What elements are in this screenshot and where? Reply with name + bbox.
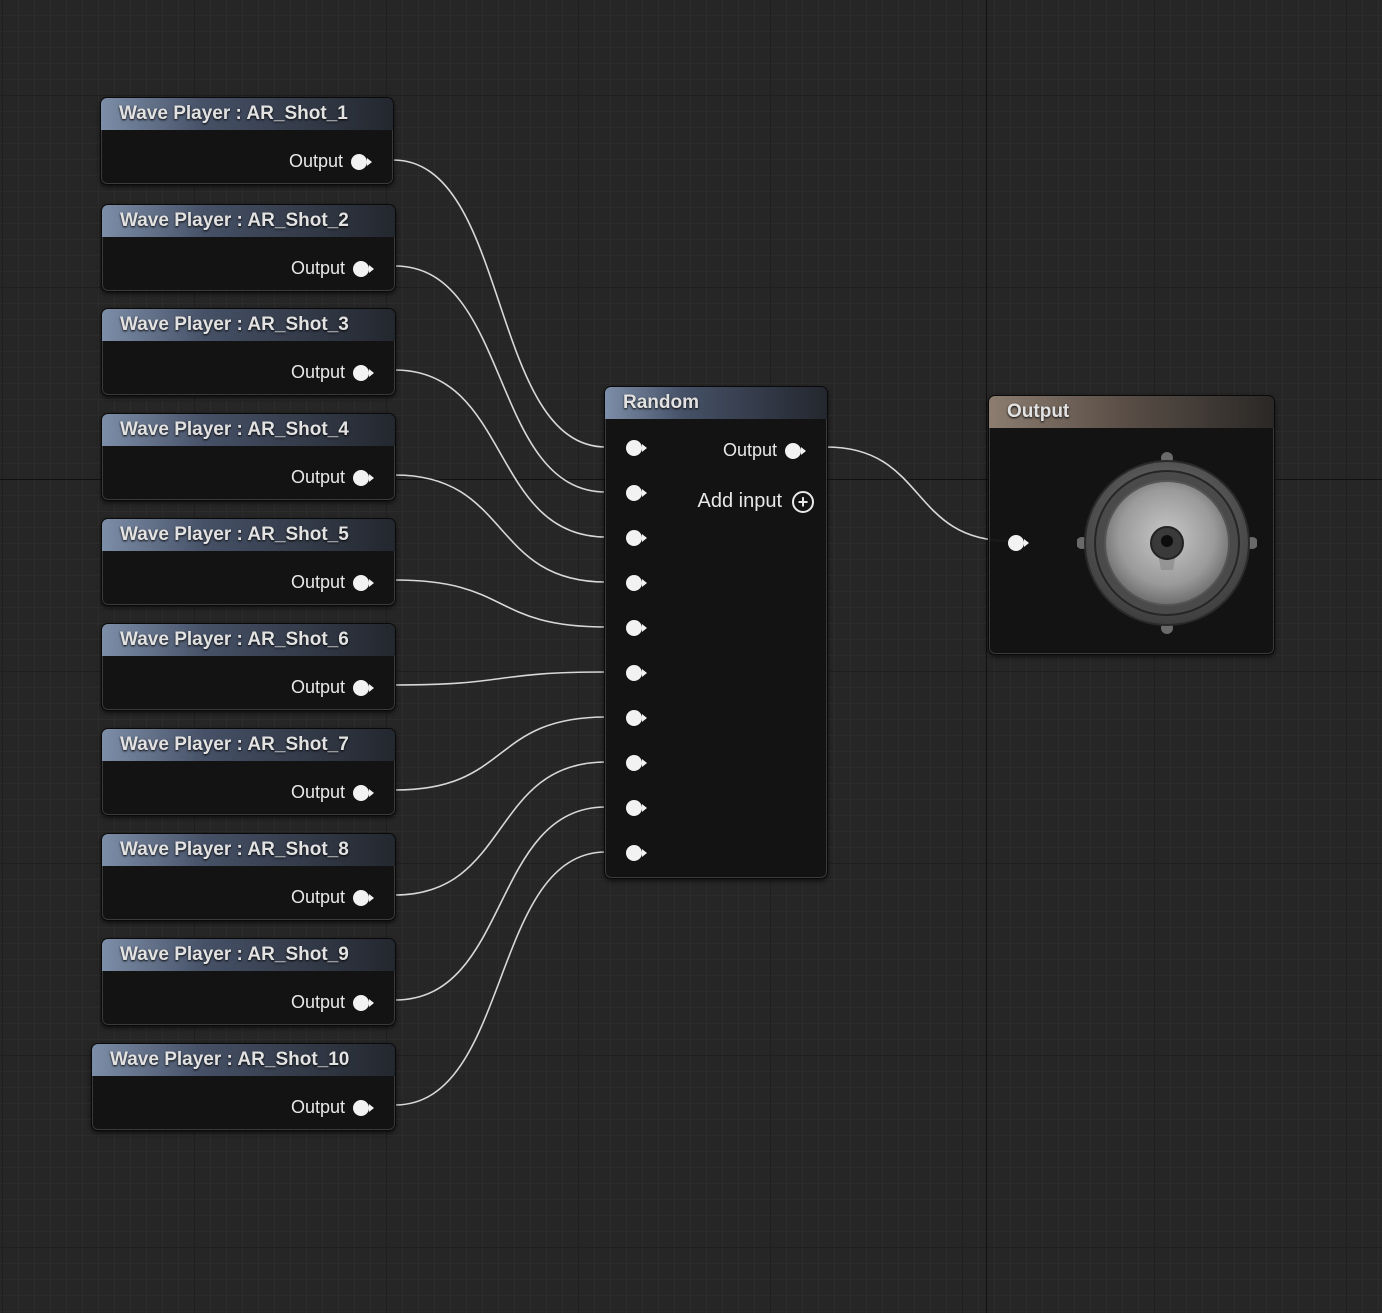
wire-connection-7 bbox=[394, 716, 607, 791]
wave-player-title: Wave Player : AR_Shot_6 bbox=[102, 624, 395, 656]
speaker-icon bbox=[1077, 452, 1257, 634]
wave-player-output-row: Output bbox=[291, 782, 375, 803]
random-node-title: Random bbox=[605, 387, 827, 419]
wave-player-node-6[interactable]: Wave Player : AR_Shot_6 Output bbox=[101, 623, 396, 711]
wave-player-output-row: Output bbox=[289, 151, 373, 172]
wire-connection-1 bbox=[392, 159, 607, 448]
random-input-pin-10[interactable] bbox=[626, 845, 648, 861]
output-pin-icon[interactable] bbox=[353, 469, 375, 486]
random-input-pin-6[interactable] bbox=[626, 665, 648, 681]
wire-connection-9 bbox=[394, 806, 607, 1001]
output-pin-icon[interactable] bbox=[351, 153, 373, 170]
output-pin-label: Output bbox=[290, 782, 345, 802]
output-pin-label: Output bbox=[290, 1097, 345, 1117]
output-pin-icon[interactable] bbox=[353, 260, 375, 277]
random-input-pin-3[interactable] bbox=[626, 530, 648, 546]
wave-player-node-10[interactable]: Wave Player : AR_Shot_10 Output bbox=[91, 1043, 396, 1131]
wire-connection-4 bbox=[394, 474, 607, 583]
wave-player-node-8[interactable]: Wave Player : AR_Shot_8 Output bbox=[101, 833, 396, 921]
random-input-pin-4[interactable] bbox=[626, 575, 648, 591]
grid-axis-vertical bbox=[986, 0, 987, 1313]
wave-player-output-row: Output bbox=[291, 887, 375, 908]
wave-player-output-row: Output bbox=[291, 258, 375, 279]
random-input-pin-9[interactable] bbox=[626, 800, 648, 816]
wave-player-output-row: Output bbox=[291, 1097, 375, 1118]
wire-connection-10 bbox=[394, 851, 607, 1106]
random-input-pin-7[interactable] bbox=[626, 710, 648, 726]
wave-player-title: Wave Player : AR_Shot_7 bbox=[102, 729, 395, 761]
wave-player-output-row: Output bbox=[291, 362, 375, 383]
add-input-button[interactable]: Add input + bbox=[697, 490, 814, 513]
random-input-pin-8[interactable] bbox=[626, 755, 648, 771]
wave-player-output-row: Output bbox=[291, 467, 375, 488]
plus-circle-icon[interactable]: + bbox=[792, 490, 814, 513]
output-pin-label: Output bbox=[722, 440, 777, 460]
wave-player-node-9[interactable]: Wave Player : AR_Shot_9 Output bbox=[101, 938, 396, 1026]
output-pin-icon[interactable] bbox=[353, 889, 375, 906]
wave-player-title: Wave Player : AR_Shot_10 bbox=[92, 1044, 395, 1076]
output-pin-icon[interactable] bbox=[353, 574, 375, 591]
random-node[interactable]: Random Output Add input + bbox=[604, 386, 828, 879]
wave-player-node-7[interactable]: Wave Player : AR_Shot_7 Output bbox=[101, 728, 396, 816]
random-input-pin-2[interactable] bbox=[626, 485, 648, 501]
add-input-label: Add input bbox=[697, 490, 782, 512]
wire-connection-output bbox=[825, 446, 1011, 542]
random-output-row: Output bbox=[723, 440, 807, 461]
output-pin-label: Output bbox=[290, 362, 345, 382]
wire-connection-8 bbox=[394, 761, 607, 896]
output-node-input-pin[interactable] bbox=[1008, 535, 1030, 551]
wave-player-title: Wave Player : AR_Shot_3 bbox=[102, 309, 395, 341]
random-input-pin-1[interactable] bbox=[626, 440, 648, 456]
output-pin-icon[interactable] bbox=[785, 442, 807, 459]
output-pin-label: Output bbox=[290, 887, 345, 907]
wave-player-output-row: Output bbox=[291, 992, 375, 1013]
wave-player-title: Wave Player : AR_Shot_1 bbox=[101, 98, 393, 130]
output-pin-icon[interactable] bbox=[353, 784, 375, 801]
output-pin-label: Output bbox=[290, 467, 345, 487]
wave-player-node-5[interactable]: Wave Player : AR_Shot_5 Output bbox=[101, 518, 396, 606]
output-node[interactable]: Output bbox=[988, 395, 1275, 655]
output-node-title: Output bbox=[989, 396, 1274, 428]
output-pin-label: Output bbox=[290, 572, 345, 592]
output-pin-icon[interactable] bbox=[353, 1099, 375, 1116]
output-pin-label: Output bbox=[290, 258, 345, 278]
output-pin-icon[interactable] bbox=[353, 679, 375, 696]
wire-connection-3 bbox=[394, 369, 607, 538]
wave-player-title: Wave Player : AR_Shot_9 bbox=[102, 939, 395, 971]
random-input-pin-5[interactable] bbox=[626, 620, 648, 636]
wave-player-node-4[interactable]: Wave Player : AR_Shot_4 Output bbox=[101, 413, 396, 501]
wave-player-title: Wave Player : AR_Shot_5 bbox=[102, 519, 395, 551]
wave-player-title: Wave Player : AR_Shot_4 bbox=[102, 414, 395, 446]
wave-player-node-1[interactable]: Wave Player : AR_Shot_1 Output bbox=[100, 97, 394, 185]
output-pin-icon[interactable] bbox=[353, 364, 375, 381]
output-pin-label: Output bbox=[290, 677, 345, 697]
wave-player-node-3[interactable]: Wave Player : AR_Shot_3 Output bbox=[101, 308, 396, 396]
output-pin-label: Output bbox=[288, 151, 343, 171]
wave-player-title: Wave Player : AR_Shot_8 bbox=[102, 834, 395, 866]
output-pin-icon[interactable] bbox=[353, 994, 375, 1011]
wave-player-title: Wave Player : AR_Shot_2 bbox=[102, 205, 395, 237]
wave-player-node-2[interactable]: Wave Player : AR_Shot_2 Output bbox=[101, 204, 396, 292]
output-pin-label: Output bbox=[290, 992, 345, 1012]
wave-player-output-row: Output bbox=[291, 677, 375, 698]
wave-player-output-row: Output bbox=[291, 572, 375, 593]
wire-connection-5 bbox=[394, 579, 607, 628]
wire-connection-2 bbox=[394, 265, 607, 493]
wire-connection-6 bbox=[394, 671, 607, 686]
